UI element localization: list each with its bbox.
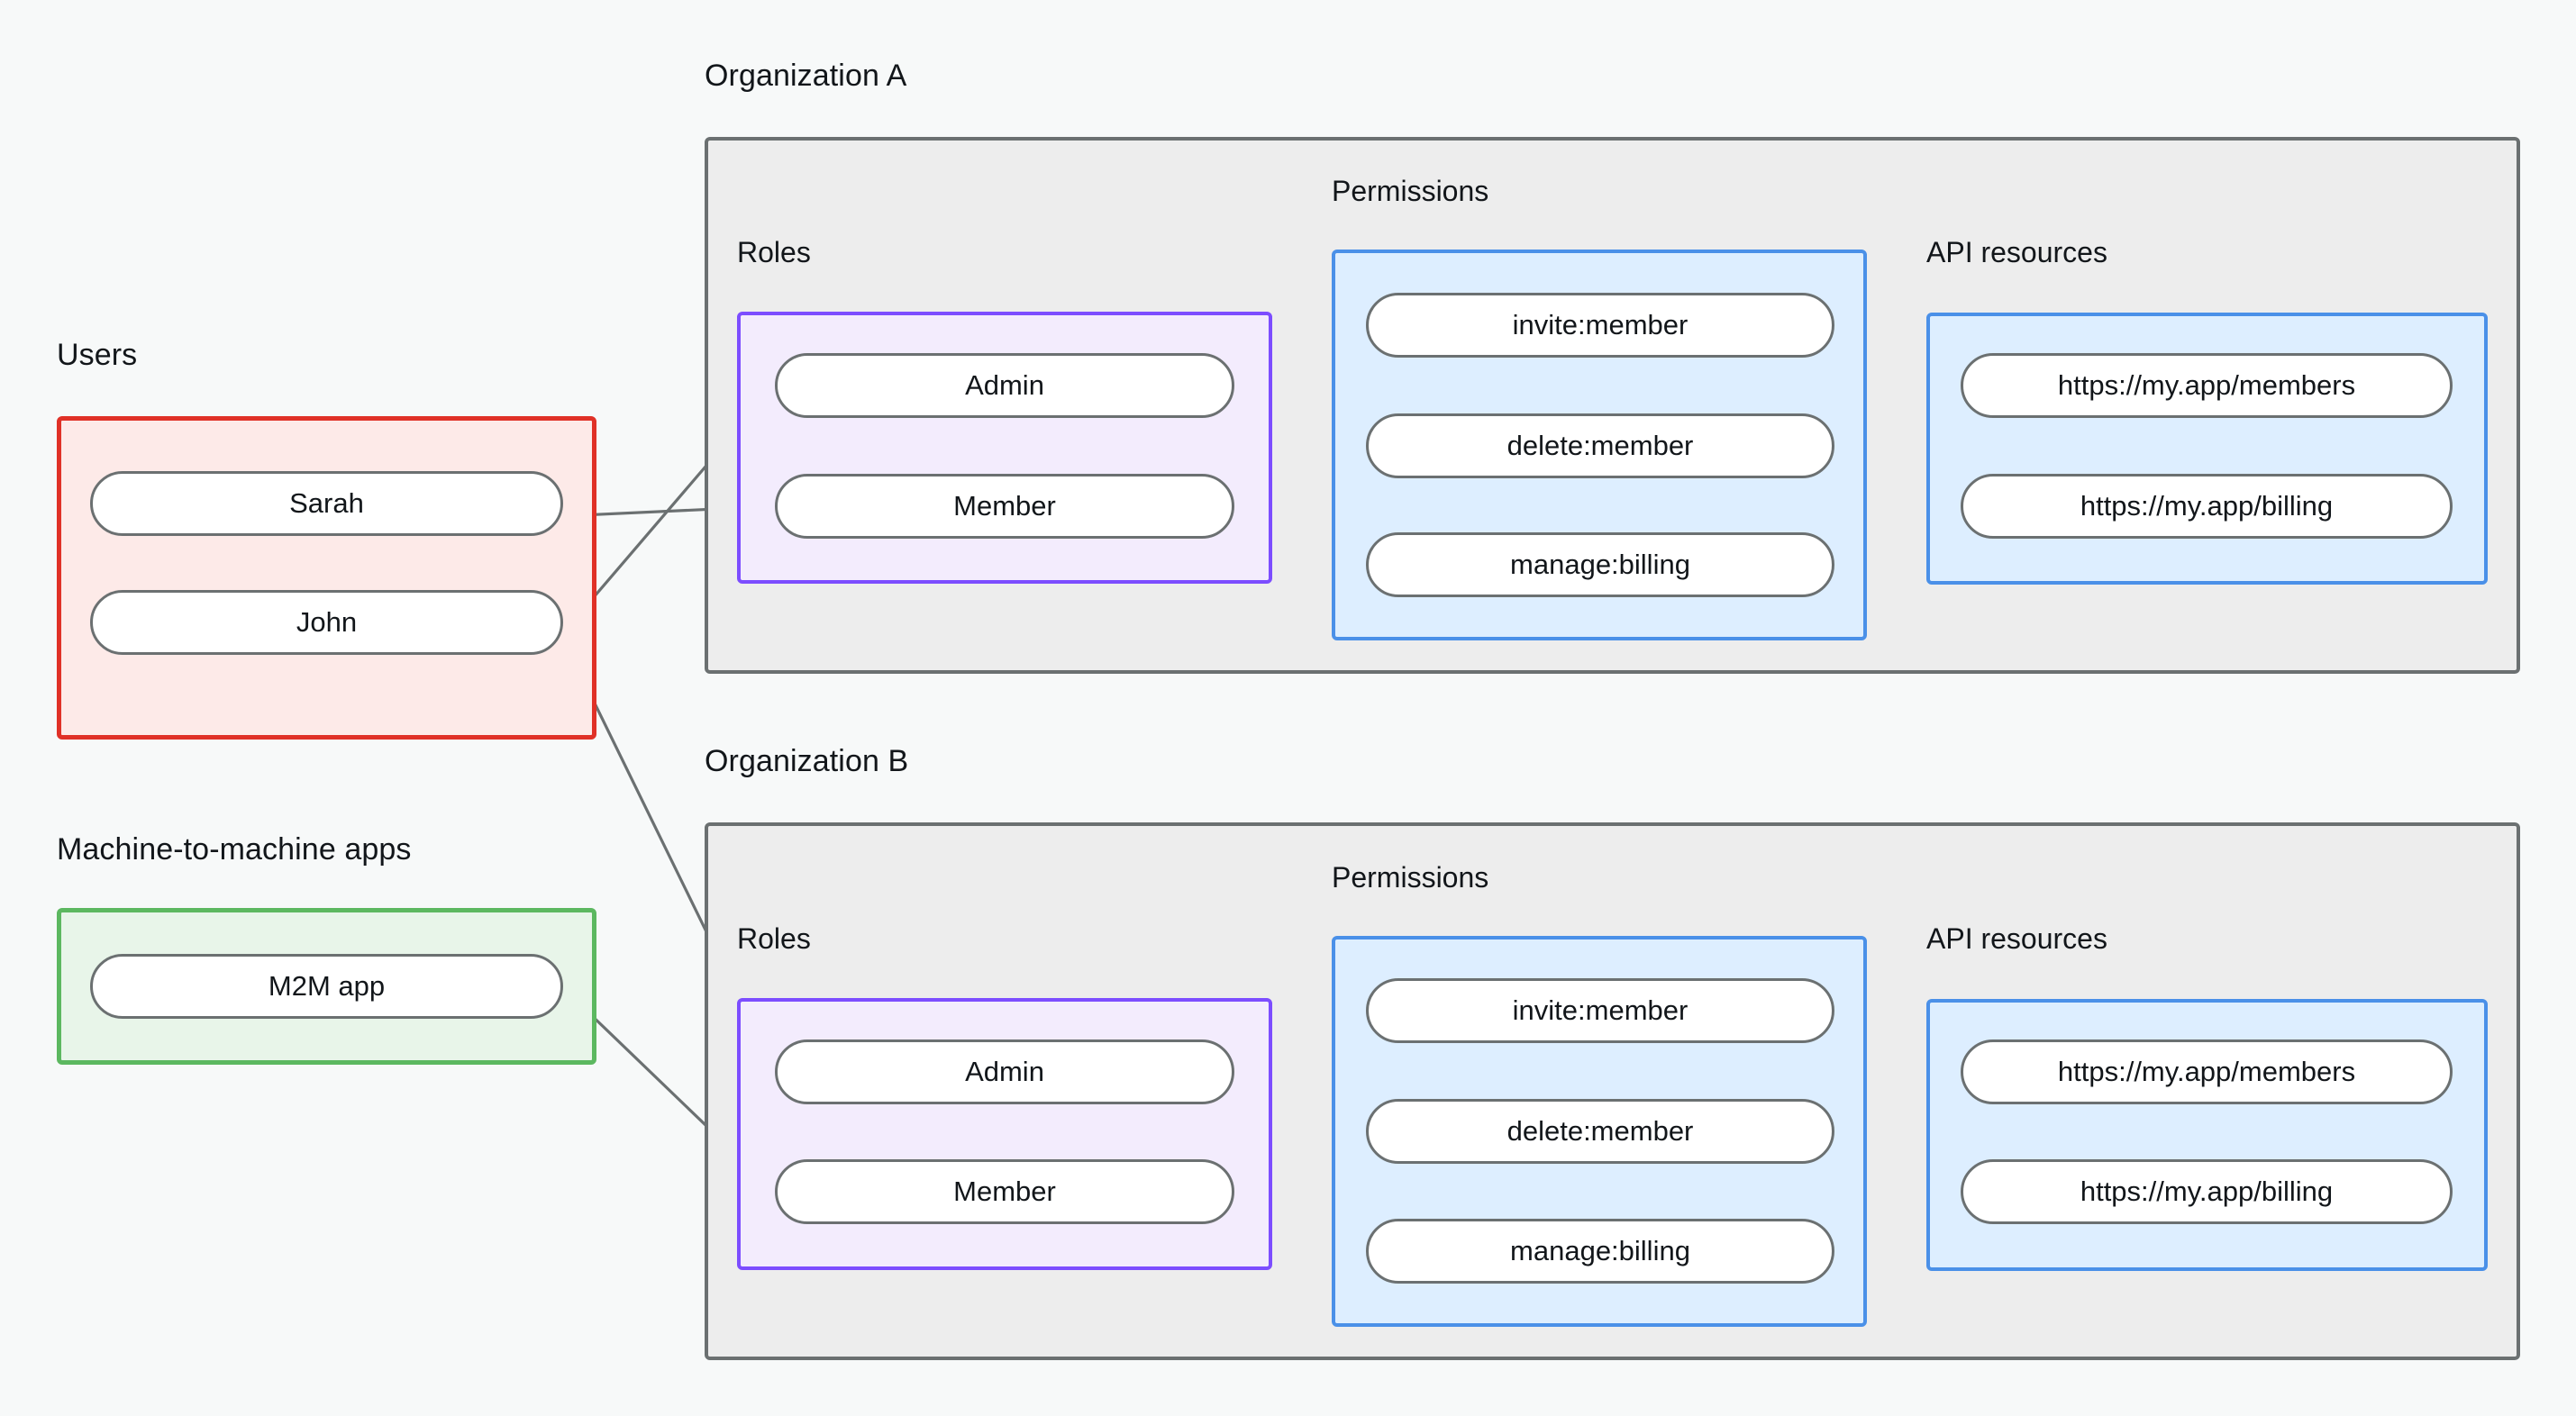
org-a-role-member[interactable]: Member — [775, 474, 1234, 539]
api-resource-label: https://my.app/members — [2057, 1056, 2356, 1087]
org-b-role-member[interactable]: Member — [775, 1159, 1234, 1224]
org-b-api-resource-members[interactable]: https://my.app/members — [1961, 1039, 2453, 1104]
users-container — [57, 416, 596, 740]
org-b-permission-manage-billing[interactable]: manage:billing — [1366, 1219, 1834, 1284]
role-label: Member — [953, 490, 1056, 522]
permission-label: manage:billing — [1510, 1235, 1690, 1266]
org-b-roles-title: Roles — [737, 922, 811, 955]
m2m-group-title: Machine-to-machine apps — [57, 832, 412, 867]
permission-label: delete:member — [1506, 430, 1694, 461]
org-a-permissions-title: Permissions — [1332, 175, 1489, 207]
user-node-john[interactable]: John — [90, 590, 563, 655]
permission-label: invite:member — [1512, 309, 1689, 340]
org-a-permission-invite-member[interactable]: invite:member — [1366, 293, 1834, 358]
m2m-label: M2M app — [268, 970, 386, 1002]
org-b-permission-invite-member[interactable]: invite:member — [1366, 978, 1834, 1043]
m2m-node-app[interactable]: M2M app — [90, 954, 563, 1019]
org-b-role-admin[interactable]: Admin — [775, 1039, 1234, 1104]
org-b-permissions-title: Permissions — [1332, 861, 1489, 894]
user-label: John — [296, 606, 358, 638]
org-b-api-resources-title: API resources — [1926, 922, 2107, 955]
api-resource-label: https://my.app/members — [2057, 369, 2356, 401]
org-b-title: Organization B — [705, 744, 909, 778]
users-group-title: Users — [57, 338, 138, 372]
role-label: Member — [953, 1175, 1056, 1207]
permission-label: manage:billing — [1510, 549, 1690, 580]
permission-label: delete:member — [1506, 1115, 1694, 1147]
api-resource-label: https://my.app/billing — [2080, 1175, 2334, 1207]
org-a-api-resources-title: API resources — [1926, 236, 2107, 268]
org-a-api-resource-billing[interactable]: https://my.app/billing — [1961, 474, 2453, 539]
org-a-permission-delete-member[interactable]: delete:member — [1366, 413, 1834, 478]
user-node-sarah[interactable]: Sarah — [90, 471, 563, 536]
org-a-role-admin[interactable]: Admin — [775, 353, 1234, 418]
org-a-title: Organization A — [705, 59, 907, 93]
api-resource-label: https://my.app/billing — [2080, 490, 2334, 522]
org-a-api-resource-members[interactable]: https://my.app/members — [1961, 353, 2453, 418]
org-a-roles-title: Roles — [737, 236, 811, 268]
role-label: Admin — [965, 369, 1044, 401]
org-a-permission-manage-billing[interactable]: manage:billing — [1366, 532, 1834, 597]
org-b-api-resource-billing[interactable]: https://my.app/billing — [1961, 1159, 2453, 1224]
role-label: Admin — [965, 1056, 1044, 1087]
org-b-permission-delete-member[interactable]: delete:member — [1366, 1099, 1834, 1164]
user-label: Sarah — [289, 487, 364, 519]
permission-label: invite:member — [1512, 994, 1689, 1026]
